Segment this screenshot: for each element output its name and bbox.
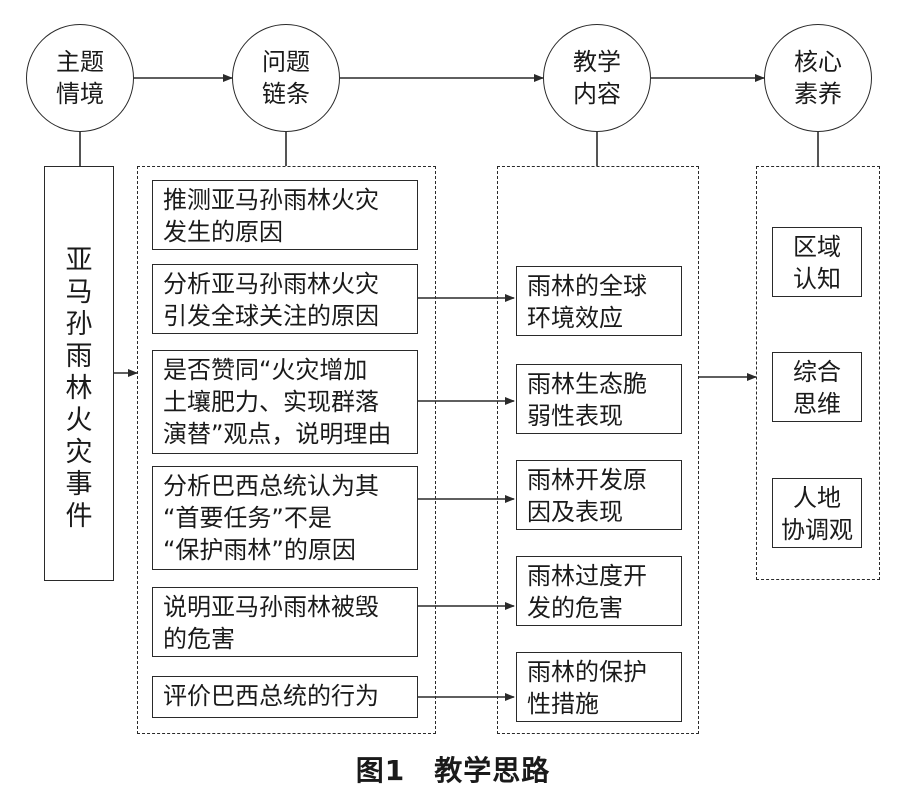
- event-label: 亚马孙雨林火灾事件: [65, 245, 93, 532]
- question-box-2: 分析亚马孙雨林火灾 引发全球关注的原因: [152, 264, 418, 334]
- header-node-theme-label: 主题 情境: [56, 48, 104, 108]
- header-node-theme: 主题 情境: [26, 24, 134, 132]
- content-box-5: 雨林的保护 性措施: [516, 652, 682, 722]
- figure-caption: 图1 教学思路: [355, 754, 551, 787]
- event-box: 亚马孙雨林火灾事件: [44, 166, 114, 581]
- question-box-1: 推测亚马孙雨林火灾 发生的原因: [152, 180, 418, 250]
- question-box-6: 评价巴西总统的行为: [152, 676, 418, 718]
- question-box-4: 分析巴西总统认为其 “首要任务”不是 “保护雨林”的原因: [152, 466, 418, 570]
- question-chain-group: [137, 166, 436, 734]
- question-box-5: 说明亚马孙雨林被毁 的危害: [152, 587, 418, 657]
- literacy-box-1: 区域 认知: [772, 227, 862, 297]
- header-node-literacy-label: 核心 素养: [794, 48, 842, 108]
- content-box-3: 雨林开发原 因及表现: [516, 460, 682, 530]
- question-box-3: 是否赞同“火灾增加 土壤肥力、实现群落 演替”观点，说明理由: [152, 350, 418, 454]
- content-box-1: 雨林的全球 环境效应: [516, 266, 682, 336]
- header-node-literacy: 核心 素养: [764, 24, 872, 132]
- header-node-chain: 问题 链条: [232, 24, 340, 132]
- content-group: [497, 166, 699, 734]
- content-box-2: 雨林生态脆 弱性表现: [516, 364, 682, 434]
- literacy-box-2: 综合 思维: [772, 352, 862, 422]
- literacy-group: [756, 166, 880, 580]
- header-node-chain-label: 问题 链条: [262, 48, 310, 108]
- content-box-4: 雨林过度开 发的危害: [516, 556, 682, 626]
- header-node-content: 教学 内容: [543, 24, 651, 132]
- header-node-content-label: 教学 内容: [573, 48, 621, 108]
- literacy-box-3: 人地 协调观: [772, 478, 862, 548]
